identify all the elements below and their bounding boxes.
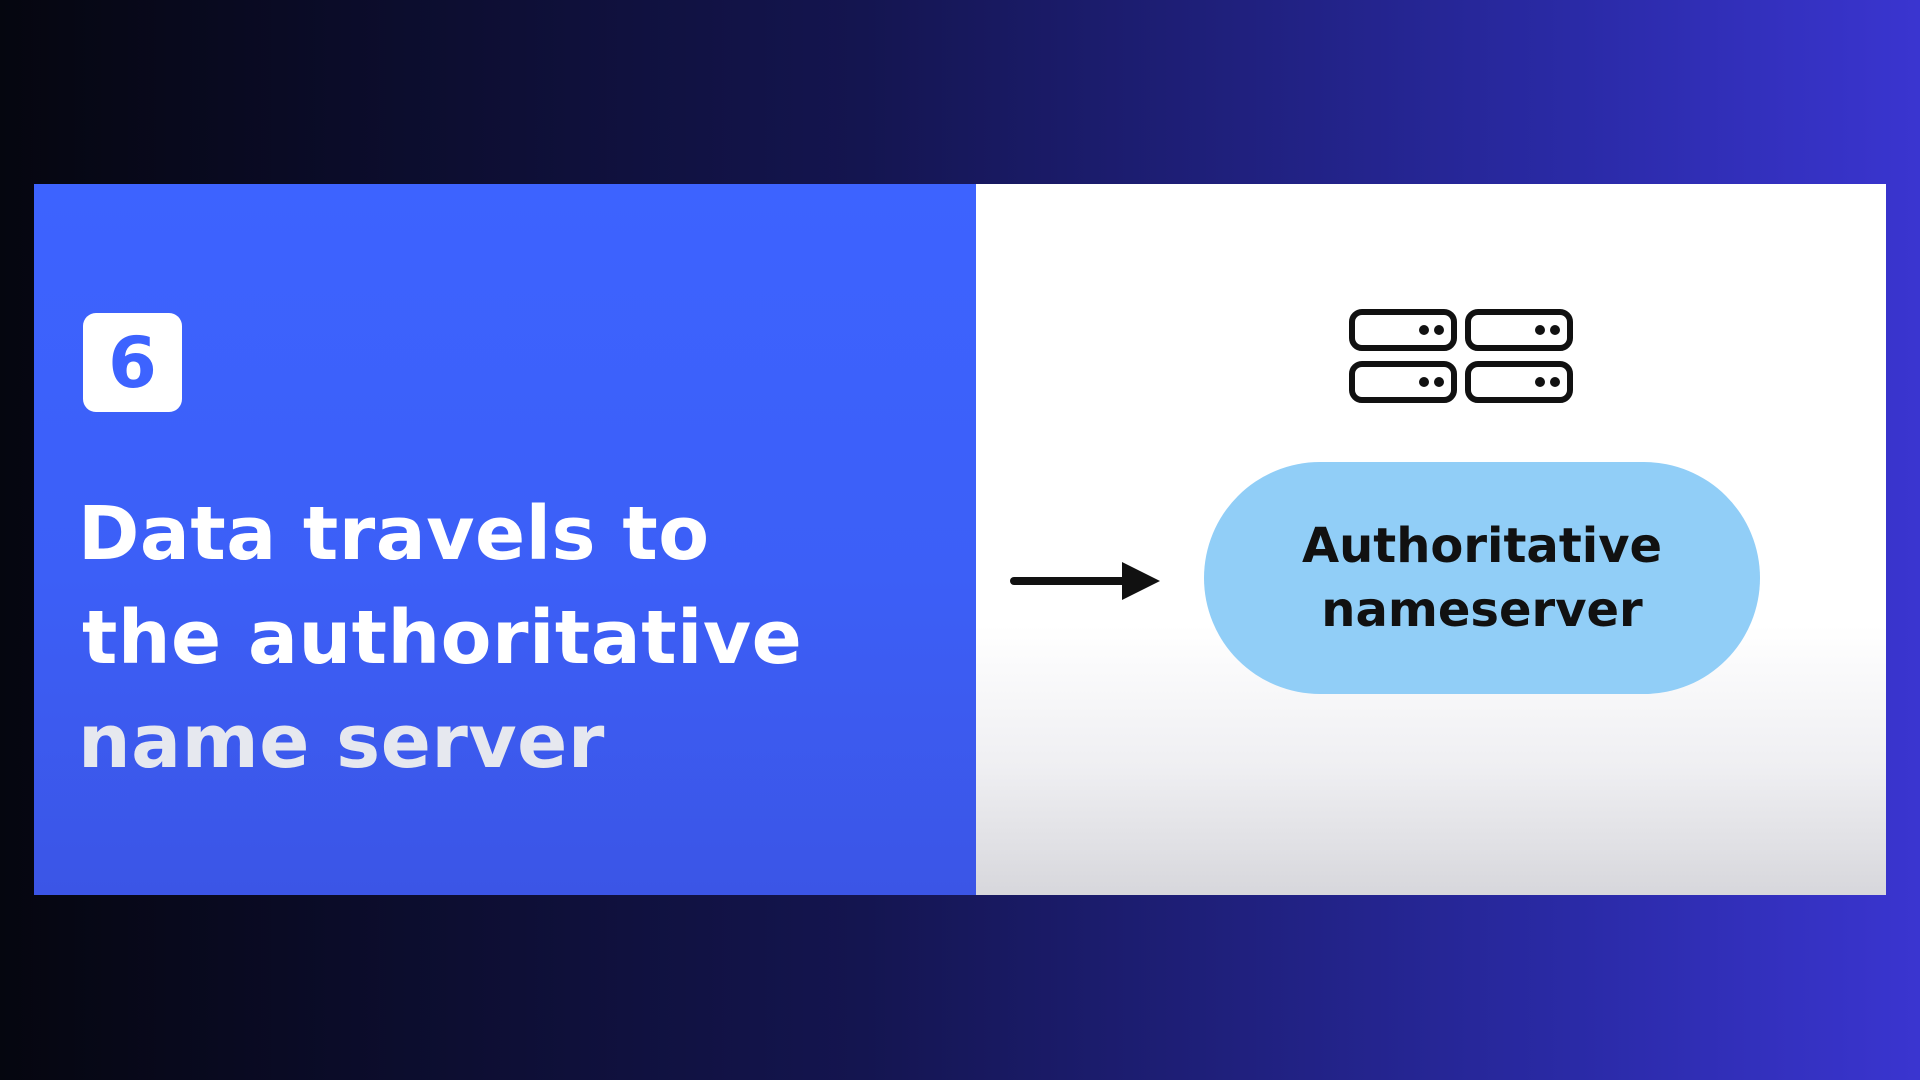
step-headline: Data travels to the authoritative name s… (78, 482, 938, 794)
server-rack-icon (1349, 309, 1573, 403)
headline-line-3: name server (78, 699, 605, 785)
headline-line-1: Data travels to (78, 491, 710, 577)
step-number-badge: 6 (83, 313, 182, 412)
diagram-panel: Authoritative nameserver (976, 184, 1886, 895)
node-label-line-2: nameserver (1321, 582, 1643, 638)
headline-line-2: the authoritative (82, 595, 803, 681)
arrow-right-icon (1010, 562, 1160, 600)
node-label-line-1: Authoritative (1301, 518, 1663, 574)
step-number: 6 (108, 321, 157, 404)
authoritative-nameserver-node: Authoritative nameserver (1204, 462, 1760, 694)
step-panel: 6 Data travels to the authoritative name… (34, 184, 976, 895)
slide: 6 Data travels to the authoritative name… (34, 184, 1886, 895)
